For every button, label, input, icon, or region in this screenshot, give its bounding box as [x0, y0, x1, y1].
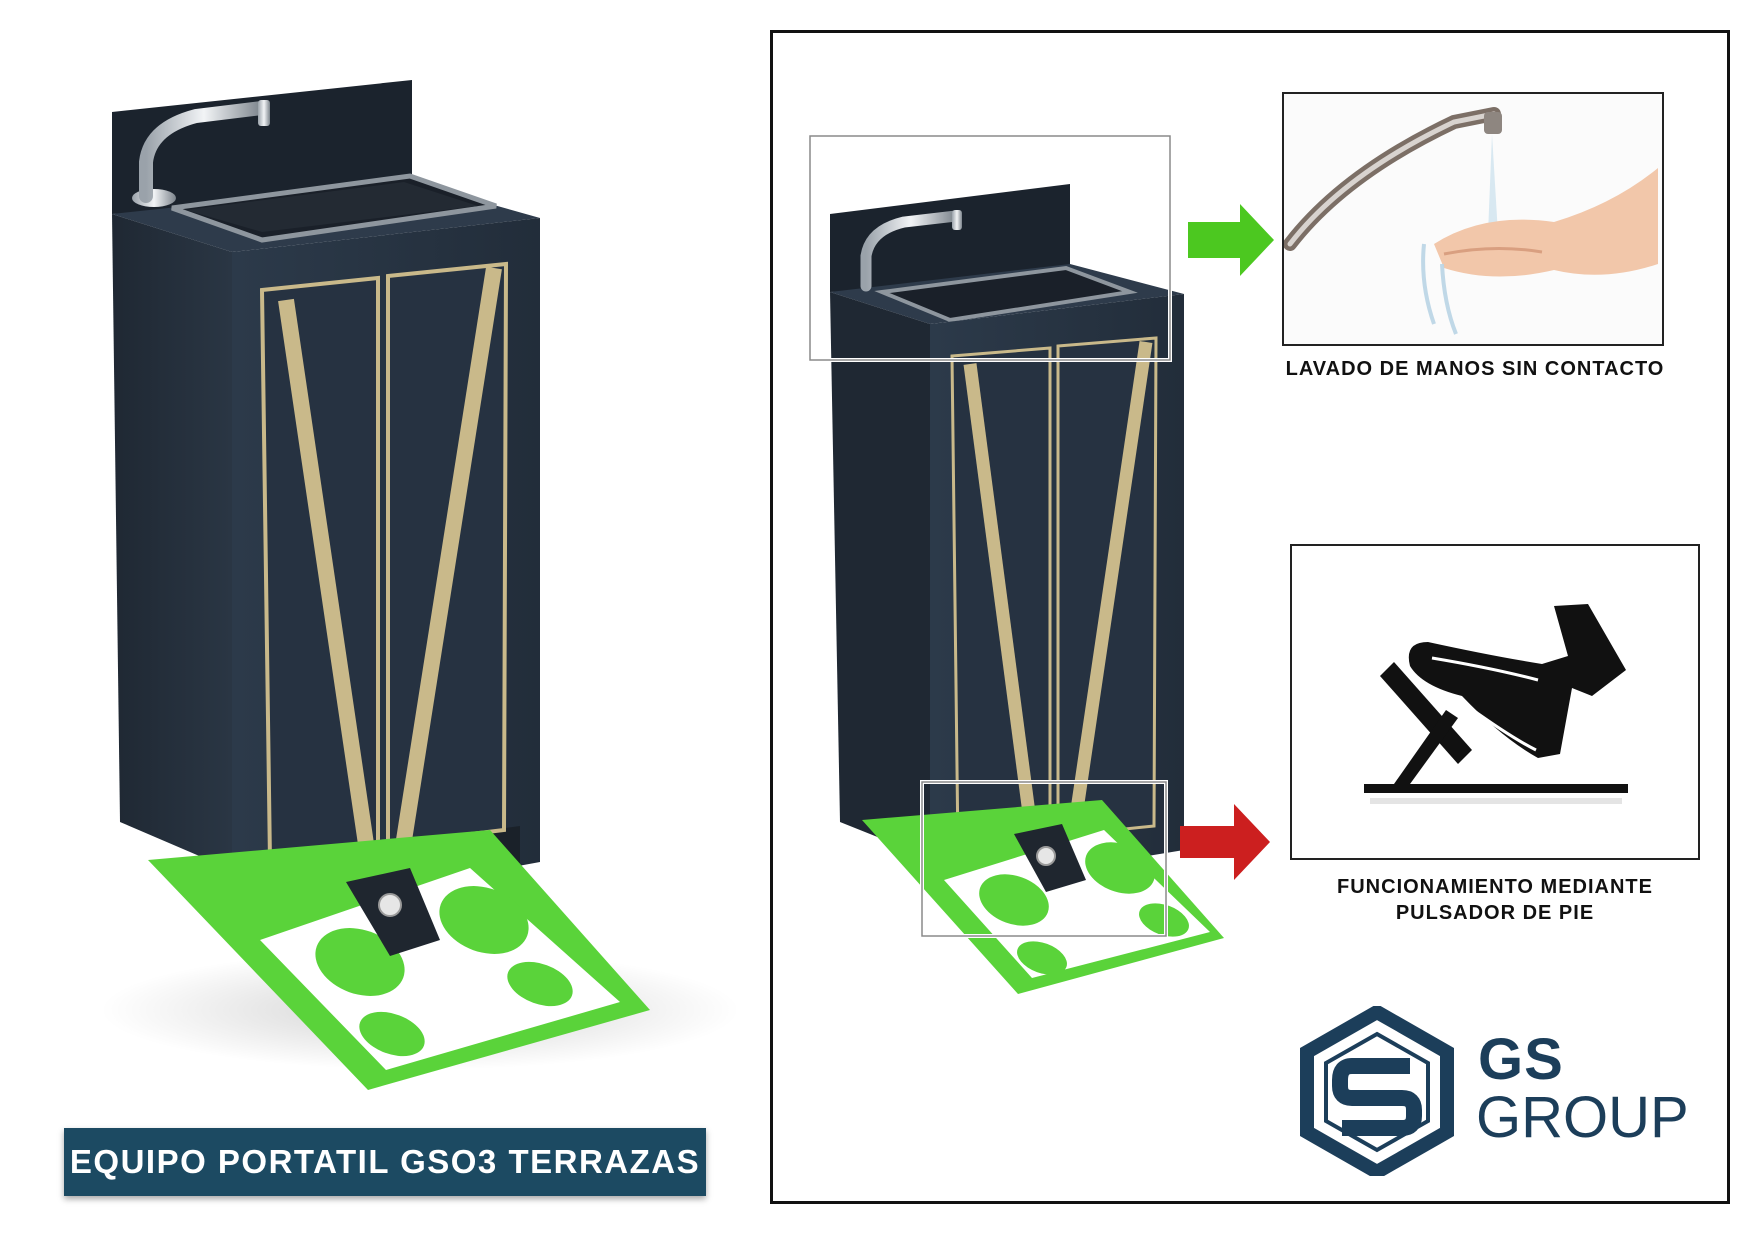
foot-pedal-caption-line1: FUNCIONAMIENTO MEDIANTE [1337, 876, 1653, 898]
product-title-text: EQUIPO PORTATIL GSO3 TERRAZAS [69, 1143, 701, 1180]
backsplash [830, 184, 1070, 292]
logo-text-gs: GS [1478, 1027, 1564, 1092]
features-illustration [808, 134, 1274, 994]
foot-pedal-caption-line2: PULSADOR DE PIE [1395, 902, 1595, 924]
foot-pedal-icon [1292, 546, 1698, 858]
red-arrow-icon [1180, 804, 1270, 880]
green-arrow-icon [1188, 204, 1274, 276]
portable-sink-product-image [100, 80, 740, 1090]
hand-washing-caption: LAVADO DE MANOS SIN CONTACTO [1285, 358, 1665, 380]
gs-group-hexagon-logo-icon [1300, 1006, 1454, 1176]
hands-under-faucet-icon [1284, 94, 1662, 344]
foot-pedal-caption: FUNCIONAMIENTO MEDIANTE PULSADOR DE PIE [1290, 874, 1700, 926]
logo-text-group: GROUP [1476, 1085, 1689, 1150]
foot-pedal-illustration [1290, 544, 1700, 860]
product-title-banner: EQUIPO PORTATIL GSO3 TERRAZAS [64, 1128, 706, 1196]
hand-washing-photo [1282, 92, 1664, 346]
